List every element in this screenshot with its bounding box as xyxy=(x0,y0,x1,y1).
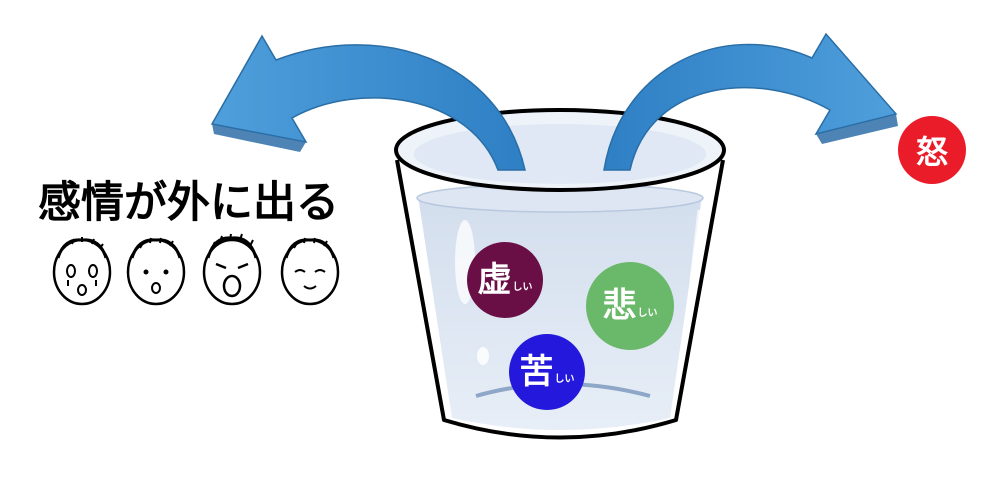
emotion-okurigana: しい xyxy=(637,308,658,319)
emotion-kyo: 虚 しい xyxy=(467,242,543,318)
content-face-icon xyxy=(280,237,340,306)
emotion-kanji: 虚 xyxy=(477,260,512,300)
shouting-face-icon xyxy=(202,233,262,306)
emotion-ku: 苦 しい xyxy=(509,334,585,410)
surprised-face-icon xyxy=(126,237,186,306)
left-arrow xyxy=(210,34,526,171)
anger-kanji: 怒 xyxy=(915,133,948,171)
emotion-anger: 怒 xyxy=(898,116,966,184)
cup-outline xyxy=(395,159,725,440)
emotion-kanji: 苦 xyxy=(519,352,554,392)
right-arrow xyxy=(603,32,898,171)
crying-face-icon xyxy=(52,237,112,306)
emotion-kanji: 悲 xyxy=(602,286,637,326)
emotion-okurigana: しい xyxy=(512,282,533,293)
emotion-hi: 悲 しい xyxy=(586,262,674,350)
heading-text: 感情が外に出る xyxy=(38,178,339,228)
emotion-okurigana: しい xyxy=(554,374,575,385)
